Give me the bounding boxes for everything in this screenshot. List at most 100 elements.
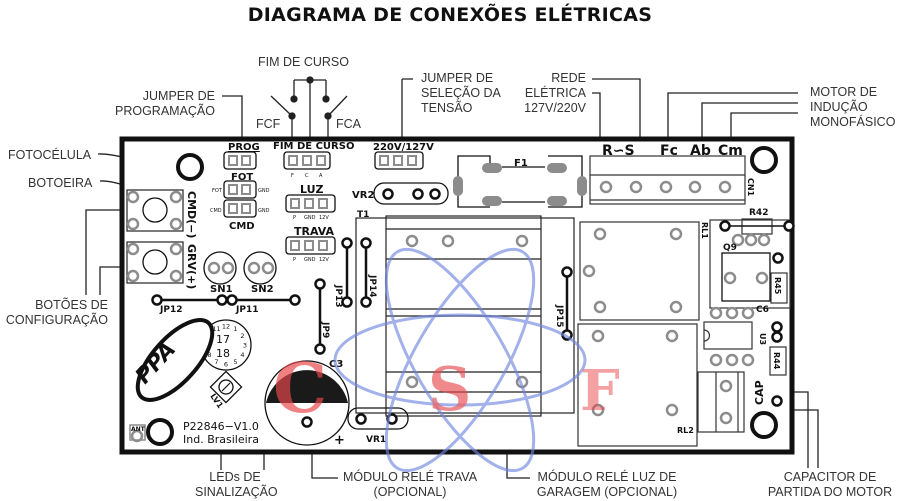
dial-number: 5 (233, 358, 237, 366)
switch-node-icon (306, 76, 314, 84)
watermark: C S F (273, 247, 620, 473)
callout-line: SELEÇÃO DA (421, 86, 501, 100)
callout-fim-de-curso: FIM DE CURSO (258, 55, 349, 69)
connector-luz (285, 194, 336, 213)
switch-node-icon (324, 112, 332, 120)
callout-line: REDE (551, 71, 586, 85)
dial-number: 7 (214, 358, 218, 366)
label-t1: T1 (357, 210, 369, 220)
label-grv-plus: GRV(+) (185, 244, 198, 289)
callout-line: SINALIZAÇÃO (195, 485, 278, 499)
label-jp9: JP9 (320, 321, 330, 338)
connector-fot (223, 180, 257, 199)
dial-number: 2 (240, 332, 244, 340)
label-trava: TRAVA (294, 225, 335, 238)
mounting-hole-icon (146, 418, 174, 446)
dial-number: 8 (207, 351, 211, 359)
label-r45: R45 (773, 277, 782, 295)
connector-trava (285, 236, 336, 255)
pin-gnd: GND (304, 215, 316, 221)
callout-line: MOTOR DE (810, 85, 878, 99)
capacitor-c3 (264, 360, 350, 446)
callout-modulo-luz: MÓDULO RELÉ LUZ DE GARAGEM (OPCIONAL) (532, 470, 682, 500)
capacitor-c6 (721, 252, 771, 302)
component-lv1 (209, 370, 243, 404)
label-rl1: RL1 (700, 222, 709, 239)
watermark-letter-f: F (580, 358, 620, 424)
pin-12v: 12V (319, 215, 329, 221)
label-cmd-minus: CMD(−) (185, 191, 198, 238)
label-f1: F1 (514, 158, 528, 169)
label-made-in: Ind. Brasileira (183, 433, 259, 446)
dial-number: 4 (240, 351, 244, 359)
button-grv (126, 241, 184, 284)
callout-motor: MOTOR DE INDUÇÃO MONOFÁSICO (810, 85, 895, 130)
label-r42: R42 (749, 208, 768, 218)
switch-node-icon (290, 95, 298, 103)
label-vr2: VR2 (352, 190, 374, 201)
dial-center-18: 18 (216, 347, 230, 360)
label-jp12: JP12 (159, 305, 182, 315)
callout-jumper-tensao: JUMPER DE SELEÇÃO DA TENSÃO (421, 71, 501, 116)
varistor-vr2 (373, 182, 449, 205)
label-ant: ANT (131, 426, 146, 433)
pin-p: P (293, 257, 296, 263)
connector-prog (223, 151, 257, 170)
callout-fcf: FCF (256, 117, 281, 131)
callout-fca: FCA (336, 117, 361, 131)
relay-rl1 (579, 221, 700, 321)
leader-rede-1 (592, 78, 641, 138)
callout-botoes-config: BOTÕES DE CONFIGURAÇÃO (0, 298, 108, 328)
label-jp15: JP15 (554, 304, 564, 327)
callout-line: PROGRAMAÇÃO (114, 104, 215, 118)
button-cmd (126, 189, 184, 232)
pin-cmd: CMD (210, 208, 222, 214)
callout-line: LEDs DE (209, 470, 261, 484)
label-vr1: VR1 (366, 435, 386, 445)
callout-line: MONOFÁSICO (810, 115, 896, 129)
relay-rl2 (577, 323, 698, 447)
watermark-letter-s: S (428, 355, 471, 425)
label-prog: PROG (228, 142, 260, 153)
callout-fotocelula: FOTOCÉLULA (8, 148, 92, 162)
connector-fim-de-curso (283, 151, 331, 170)
resistor-r44 (769, 346, 787, 376)
pin-f: F (291, 173, 294, 179)
callout-capacitor: CAPACITOR DE PARTIDA DO MOTOR (765, 470, 895, 500)
dial-number: 11 (212, 325, 220, 333)
pin-c: C (305, 173, 309, 179)
leader-motor-3 (730, 112, 798, 138)
callout-line: PARTIDA DO MOTOR (767, 485, 893, 499)
label-cn1: CN1 (746, 178, 755, 197)
callout-line: CAPACITOR DE (783, 470, 877, 484)
leader-rede-2 (592, 92, 601, 138)
callout-line: ELÉTRICA (524, 86, 586, 100)
label-cmd: CMD (229, 221, 255, 232)
pin-fot: FOT (212, 188, 223, 194)
label-rl2: RL2 (677, 426, 694, 435)
pin-gnd: GND (258, 208, 270, 214)
label-cn1-rs: R∽S (602, 143, 635, 159)
label-q9: Q9 (723, 243, 737, 253)
leader-botoes-1 (85, 209, 123, 295)
callout-line: CONFIGURAÇÃO (5, 313, 108, 327)
leader-jumper-tensao (401, 78, 413, 138)
label-fim-de-curso: FIM DE CURSO (273, 141, 354, 152)
label-r44: R44 (772, 352, 781, 370)
connector-cmd (223, 199, 257, 218)
callout-line: MÓDULO RELÉ TRAVA (342, 470, 478, 484)
label-cap: CAP (753, 380, 766, 405)
label-jp14: JP14 (367, 274, 377, 297)
label-sn2: SN2 (251, 284, 274, 295)
callout-jumper-programacao: JUMPER DE PROGRAMAÇÃO (108, 89, 215, 119)
callout-line: GARAGEM (OPCIONAL) (536, 485, 678, 499)
terminal-cap (697, 371, 745, 433)
label-cn1-fc: Fc (660, 143, 678, 159)
callout-rede-eletrica: REDE ELÉTRICA 127V/220V (516, 71, 586, 116)
mounting-hole-icon (750, 411, 778, 439)
dial-number: 12 (222, 323, 230, 331)
label-sn1: SN1 (210, 284, 233, 295)
dial-number: 6 (224, 361, 228, 369)
label-cn1-ab: Ab (690, 143, 711, 159)
